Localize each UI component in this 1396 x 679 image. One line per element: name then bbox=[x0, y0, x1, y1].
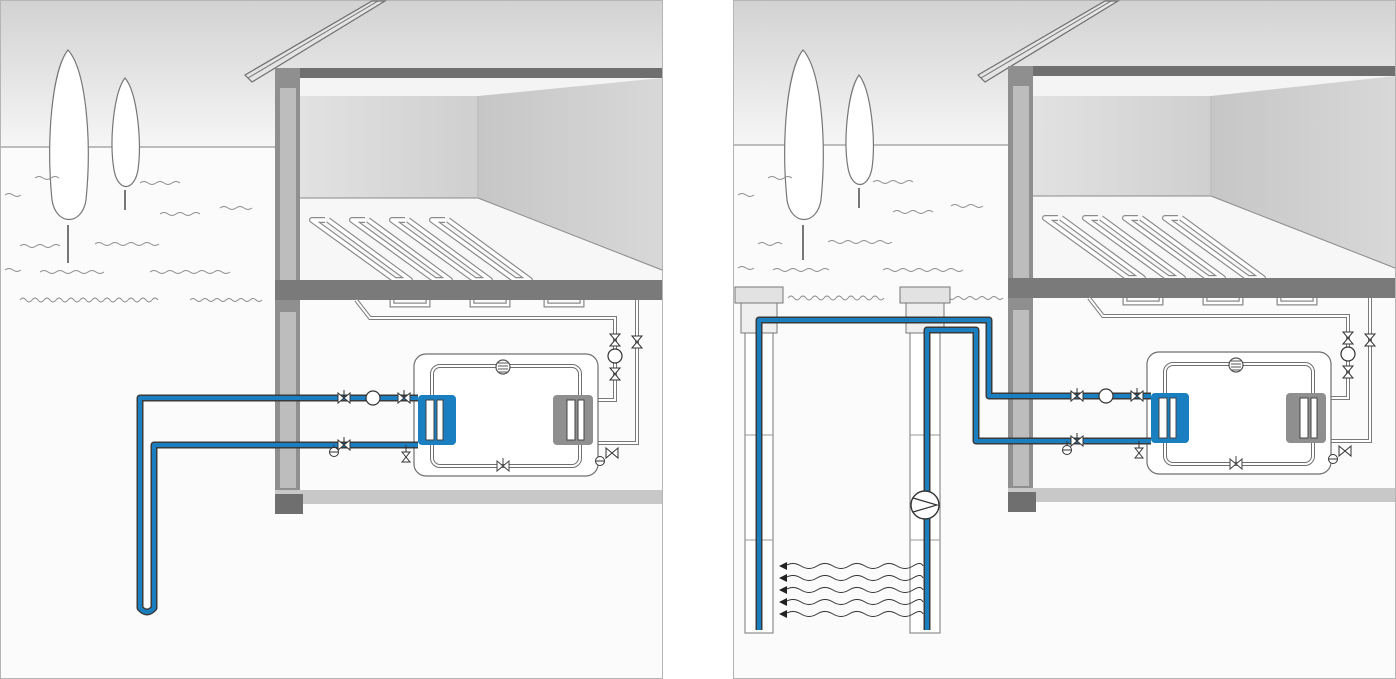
basement-floor bbox=[275, 490, 662, 504]
condenser bbox=[553, 395, 593, 445]
grass-texture bbox=[737, 176, 1004, 301]
pump-icon bbox=[1098, 388, 1114, 404]
valve-icon bbox=[1070, 388, 1084, 403]
valve-icon bbox=[1341, 365, 1355, 379]
pump-icon bbox=[1340, 346, 1356, 362]
valve-icon bbox=[496, 458, 510, 473]
basement-floor bbox=[1008, 488, 1395, 502]
valve-icon bbox=[1341, 331, 1355, 345]
valve-icon bbox=[400, 445, 412, 463]
roof bbox=[244, 0, 388, 83]
roof-slab bbox=[300, 68, 662, 78]
expansion-vessel-icon bbox=[1062, 441, 1072, 455]
groundwater-flow bbox=[784, 563, 924, 617]
evaporator bbox=[418, 395, 456, 445]
flow-arrow-icon bbox=[779, 562, 787, 618]
valve-icon bbox=[630, 335, 644, 349]
groundwater-well-panel bbox=[733, 0, 1396, 679]
ground-probe-diagram bbox=[0, 0, 663, 679]
pump-icon bbox=[607, 348, 623, 364]
valve-icon bbox=[337, 390, 351, 405]
heat-pump-housing bbox=[1146, 351, 1332, 475]
submersible-pump-icon bbox=[910, 490, 940, 520]
well-water-pipe bbox=[755, 316, 1151, 630]
groundwater-well-diagram bbox=[733, 0, 1396, 679]
valve-icon bbox=[1229, 456, 1243, 471]
condenser bbox=[1286, 393, 1326, 443]
heat-pump-housing bbox=[413, 353, 599, 477]
pump-icon bbox=[365, 390, 381, 406]
valve-icon bbox=[1070, 433, 1084, 448]
compressor-icon bbox=[1228, 357, 1244, 373]
valve-icon bbox=[608, 367, 622, 381]
valve-icon bbox=[337, 437, 351, 452]
valve-icon bbox=[1133, 441, 1145, 459]
tree-icon bbox=[111, 77, 140, 210]
valve-icon bbox=[605, 446, 619, 460]
expansion-vessel-icon bbox=[595, 456, 605, 466]
evaporator bbox=[1151, 393, 1189, 443]
compressor-icon bbox=[495, 359, 511, 375]
upper-room bbox=[1033, 76, 1396, 278]
tree-icon bbox=[784, 49, 824, 260]
valve-icon bbox=[397, 390, 411, 405]
valve-icon bbox=[608, 333, 622, 347]
tree-icon bbox=[845, 74, 874, 208]
valve-icon bbox=[1338, 444, 1352, 458]
expansion-vessel-icon bbox=[1328, 454, 1338, 464]
floor-slab bbox=[1008, 278, 1395, 298]
roof-slab bbox=[1033, 66, 1395, 76]
grass-texture bbox=[4, 176, 263, 303]
valve-icon bbox=[1363, 333, 1377, 347]
ground-probe-panel bbox=[0, 0, 663, 679]
roof bbox=[977, 0, 1121, 83]
tree-icon bbox=[49, 49, 89, 263]
floor-slab bbox=[275, 280, 662, 300]
valve-icon bbox=[1130, 388, 1144, 403]
expansion-vessel-icon bbox=[329, 445, 339, 457]
ground-probe-pipe bbox=[136, 394, 418, 616]
